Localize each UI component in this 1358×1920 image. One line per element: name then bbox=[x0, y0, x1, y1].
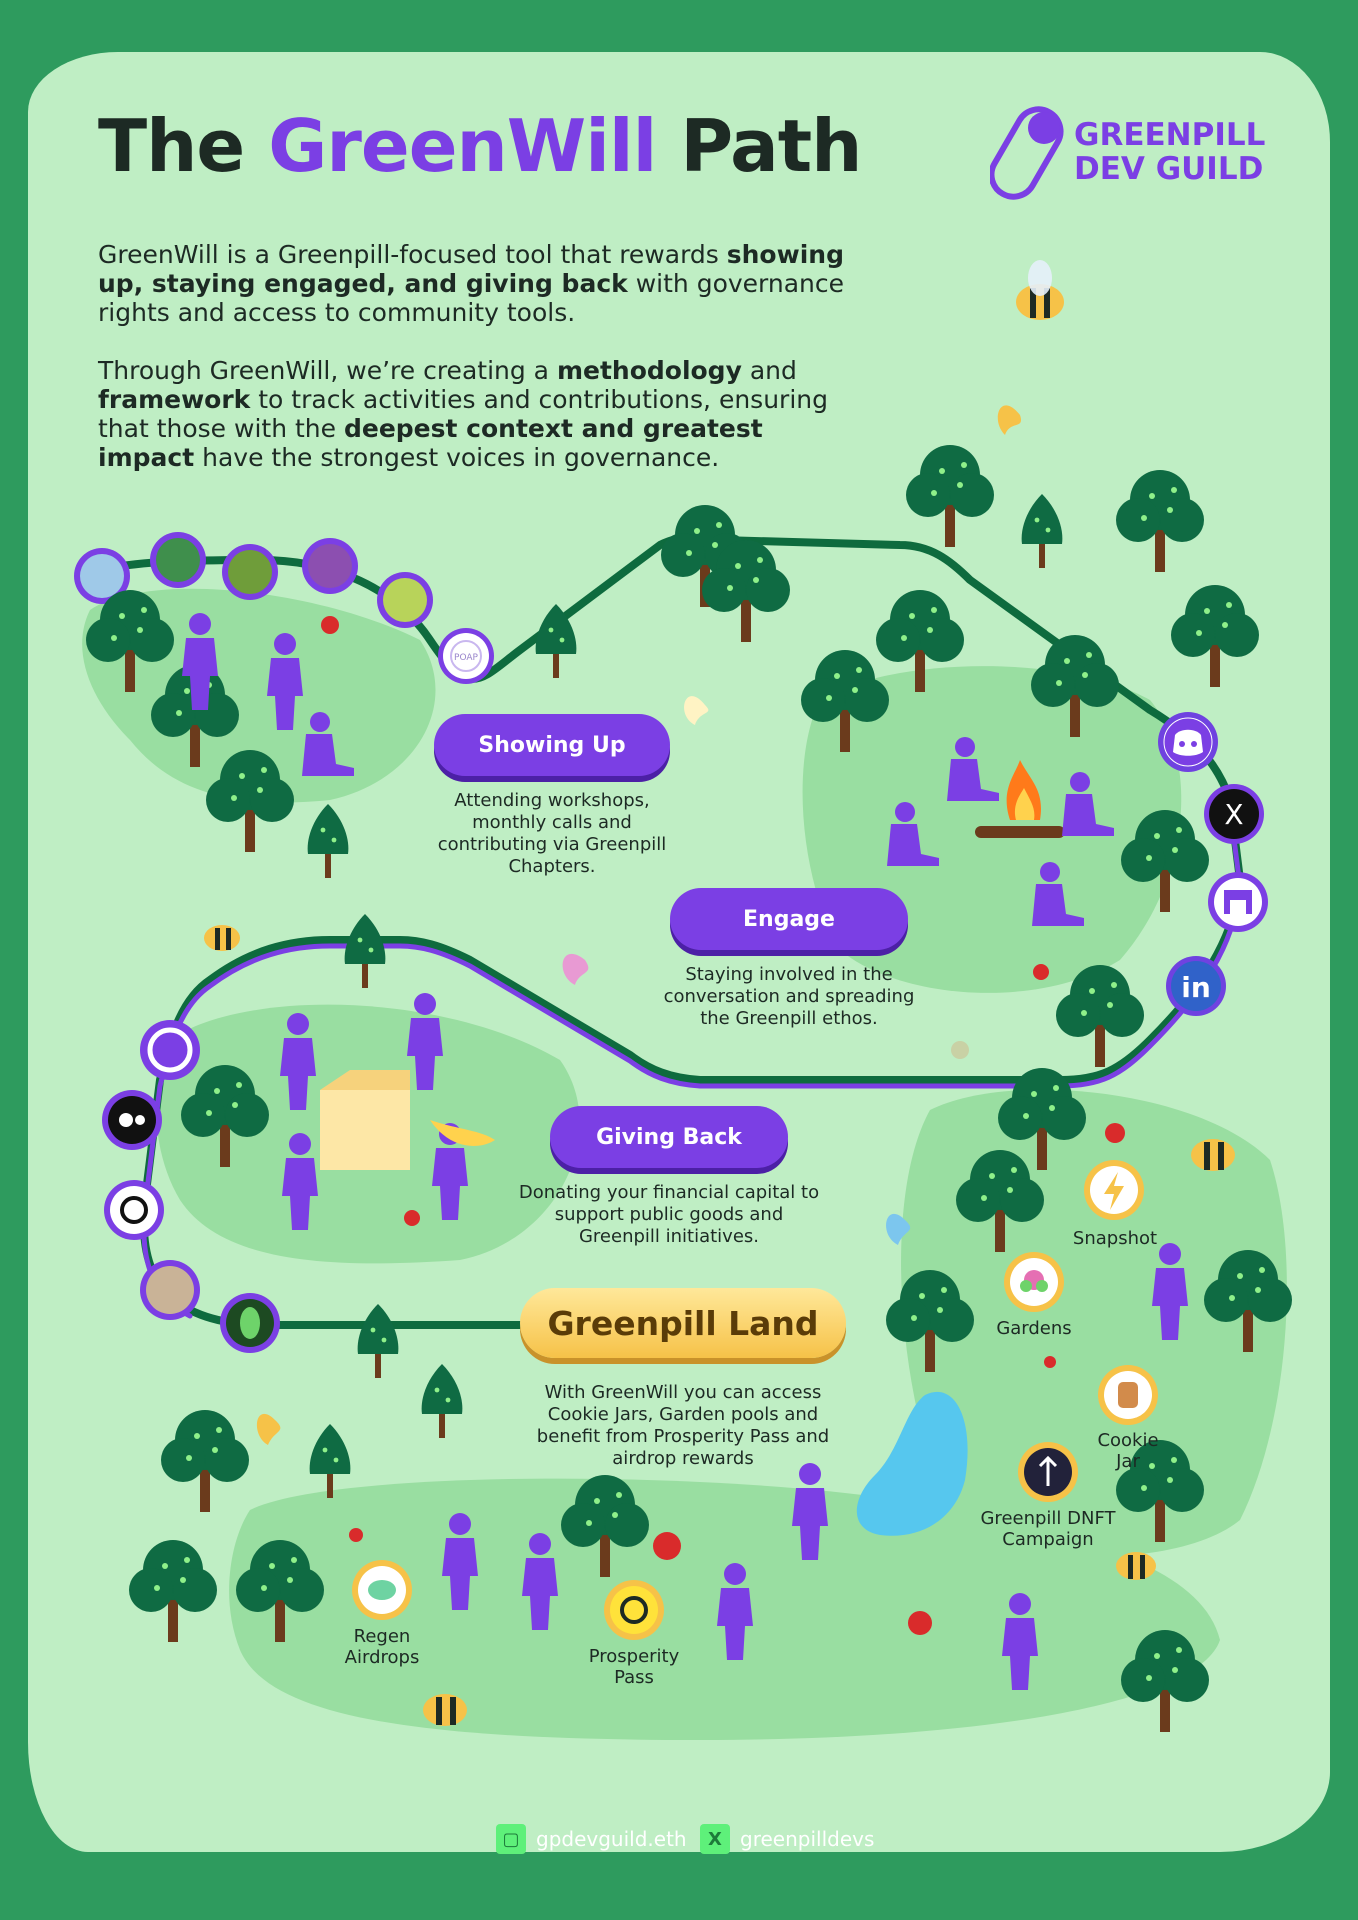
cookie-jar-icon[interactable] bbox=[1098, 1365, 1158, 1425]
x-footer-icon: X bbox=[700, 1824, 730, 1854]
discord-icon[interactable] bbox=[1158, 712, 1218, 772]
svg-text:POAP: POAP bbox=[454, 653, 479, 663]
gardens-label: Gardens bbox=[996, 1318, 1072, 1339]
engage-description: Staying involved in the conversation and… bbox=[663, 964, 915, 1029]
svg-text:in: in bbox=[1181, 971, 1211, 1004]
giving-back-button[interactable]: Giving Back bbox=[550, 1106, 788, 1168]
snapshot-icon[interactable] bbox=[1084, 1160, 1144, 1220]
farcaster-icon[interactable] bbox=[1208, 872, 1268, 932]
svg-text:X: X bbox=[1224, 798, 1243, 831]
giving-back-description: Donating your financial capital to suppo… bbox=[518, 1182, 820, 1247]
dnft-icon[interactable] bbox=[1018, 1442, 1078, 1502]
x-icon[interactable]: X bbox=[1204, 784, 1264, 844]
ens-icon: ▢ bbox=[496, 1824, 526, 1854]
regen-airdrops-label: Regen Airdrops bbox=[344, 1626, 420, 1668]
chain-icon-4[interactable] bbox=[140, 1260, 200, 1320]
regen-airdrops-icon[interactable] bbox=[352, 1560, 412, 1620]
gardens-icon[interactable] bbox=[1004, 1252, 1064, 1312]
footer: ▢ gpdevguild.eth X greenpilldevs bbox=[0, 1824, 1358, 1860]
prosperity-pass-icon[interactable] bbox=[604, 1580, 664, 1640]
showing-up-button[interactable]: Showing Up bbox=[434, 714, 670, 776]
linkedin-icon[interactable]: in bbox=[1166, 956, 1226, 1016]
poap-badge[interactable]: POAP bbox=[438, 628, 494, 684]
chain-icon-2[interactable] bbox=[102, 1090, 162, 1150]
ens-link[interactable]: ▢ gpdevguild.eth bbox=[496, 1824, 687, 1854]
logo-text: GREENPILL DEV GUILD bbox=[1074, 117, 1266, 187]
pill-logo-icon bbox=[988, 106, 1064, 200]
chain-icon-5[interactable] bbox=[220, 1293, 280, 1353]
x-handle-link[interactable]: X greenpilldevs bbox=[700, 1824, 874, 1854]
engage-button[interactable]: Engage bbox=[670, 888, 908, 950]
dnft-campaign-label: Greenpill DNFT Campaign bbox=[980, 1508, 1116, 1550]
snapshot-label: Snapshot bbox=[1072, 1228, 1158, 1249]
chain-icon-3[interactable] bbox=[104, 1180, 164, 1240]
greenpill-land-button[interactable]: Greenpill Land bbox=[520, 1288, 846, 1358]
intro-text: GreenWill is a Greenpill-focused tool th… bbox=[98, 240, 858, 501]
intro-paragraph-2: Through GreenWill, we’re creating a meth… bbox=[98, 356, 828, 472]
cookie-jar-label: Cookie Jar bbox=[1097, 1430, 1159, 1472]
prosperity-pass-label: Prosperity Pass bbox=[588, 1646, 680, 1688]
page-title: The GreenWill Path bbox=[98, 104, 862, 188]
greenpill-dev-guild-logo: GREENPILL DEV GUILD bbox=[988, 100, 1265, 204]
greenpill-land-description: With GreenWill you can access Cookie Jar… bbox=[536, 1382, 830, 1469]
showing-up-description: Attending workshops, monthly calls and c… bbox=[437, 790, 667, 877]
intro-paragraph-1: GreenWill is a Greenpill-focused tool th… bbox=[98, 240, 845, 327]
chain-icon-1[interactable] bbox=[140, 1020, 200, 1080]
